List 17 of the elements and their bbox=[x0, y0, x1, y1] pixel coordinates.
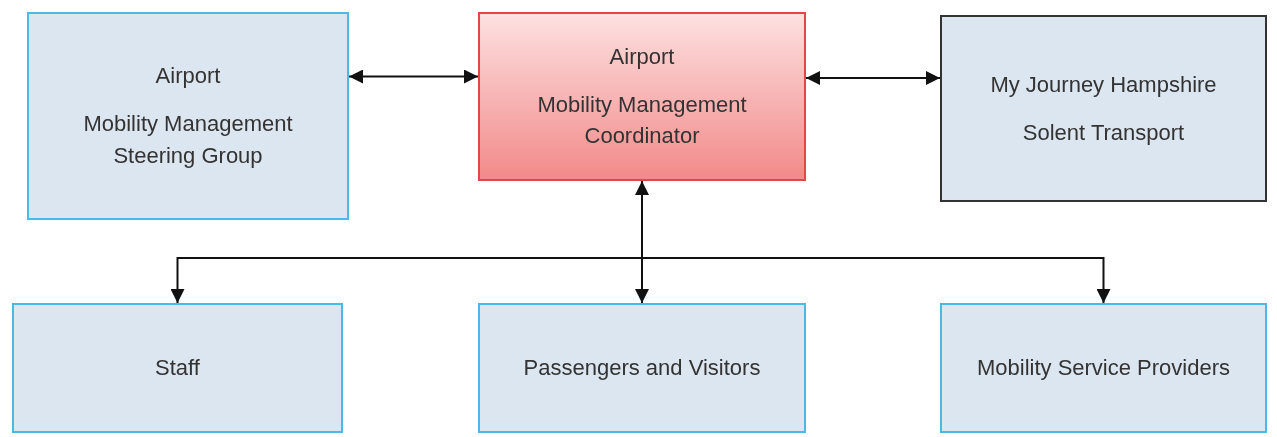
box-label: Staff bbox=[155, 354, 200, 383]
org-box bbox=[12, 303, 343, 433]
box-label: Mobility Management Steering Group bbox=[82, 110, 294, 170]
org-box bbox=[478, 303, 806, 433]
box-label: My Journey Hampshire bbox=[990, 70, 1217, 99]
org-box bbox=[940, 15, 1267, 202]
box-label: Mobility Service Providers bbox=[976, 354, 1231, 383]
box-label: Passengers and Visitors bbox=[523, 354, 761, 383]
box-label: Mobility Management Coordinator bbox=[536, 90, 748, 151]
org-box bbox=[27, 12, 349, 220]
org-box bbox=[478, 12, 806, 181]
box-label: Solent Transport bbox=[1022, 118, 1185, 147]
box-label: Airport bbox=[155, 62, 221, 91]
connector-arrow bbox=[805, 71, 941, 85]
connector-arrow bbox=[348, 69, 479, 84]
org-box bbox=[940, 303, 1267, 433]
box-label: Airport bbox=[609, 42, 675, 71]
